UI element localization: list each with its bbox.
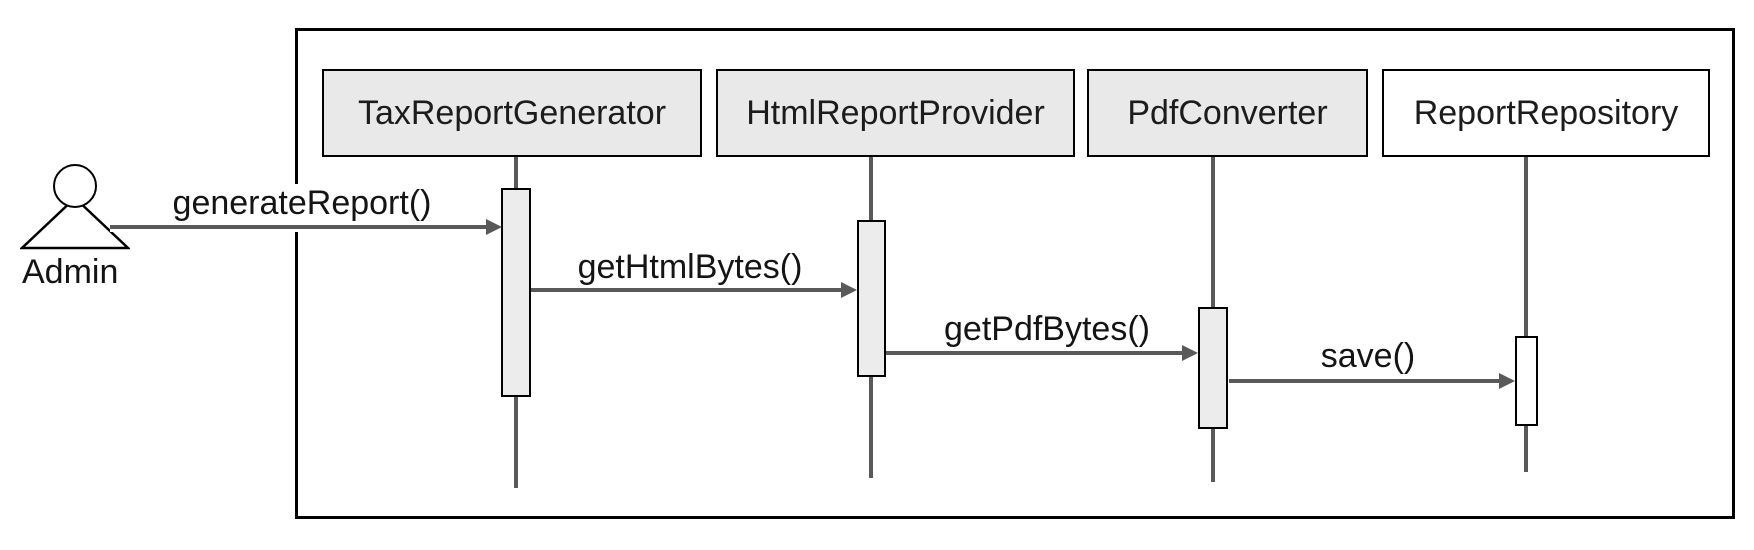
actor-label: Admin <box>22 253 119 291</box>
system-boundary-frame <box>295 28 1735 519</box>
message-label-get-html-bytes: getHtmlBytes() <box>571 248 809 287</box>
participant-label: TaxReportGenerator <box>357 93 667 132</box>
arrowhead-icon <box>486 219 502 235</box>
lifeline-report-repository-lower <box>1524 425 1528 472</box>
activation-bar-html-report-provider <box>857 220 886 377</box>
participant-box-report-repository: ReportRepository <box>1382 69 1710 157</box>
message-line-generate-report <box>110 225 486 229</box>
actor-head-icon <box>53 164 97 208</box>
participant-box-html-report-provider: HtmlReportProvider <box>716 69 1075 157</box>
participant-label: ReportRepository <box>1413 93 1679 132</box>
participant-box-tax-report-generator: TaxReportGenerator <box>322 69 702 157</box>
message-label-save: save() <box>1314 337 1422 376</box>
participant-box-pdf-converter: PdfConverter <box>1087 69 1368 157</box>
message-line-get-pdf-bytes <box>886 351 1182 355</box>
activation-bar-tax-report-generator <box>501 188 531 397</box>
arrowhead-icon <box>1182 345 1198 361</box>
message-line-save <box>1229 379 1499 383</box>
message-line-get-html-bytes <box>531 288 841 292</box>
activation-bar-pdf-converter <box>1198 307 1228 429</box>
actor-body-icon <box>20 196 130 250</box>
lifeline-report-repository-upper <box>1524 157 1528 336</box>
lifeline-html-report-provider-upper <box>869 157 873 220</box>
participant-label: HtmlReportProvider <box>746 93 1045 132</box>
message-label-get-pdf-bytes: getPdfBytes() <box>938 310 1156 349</box>
arrowhead-icon <box>1499 373 1515 389</box>
lifeline-pdf-converter-lower <box>1211 428 1215 482</box>
participant-label: PdfConverter <box>1127 93 1328 132</box>
lifeline-tax-report-generator-lower <box>514 396 518 488</box>
message-label-generate-report: generateReport() <box>166 184 438 223</box>
lifeline-tax-report-generator-upper <box>514 157 518 188</box>
arrowhead-icon <box>841 282 857 298</box>
activation-bar-report-repository <box>1515 336 1538 426</box>
lifeline-pdf-converter-upper <box>1211 157 1215 307</box>
lifeline-html-report-provider-lower <box>869 376 873 478</box>
